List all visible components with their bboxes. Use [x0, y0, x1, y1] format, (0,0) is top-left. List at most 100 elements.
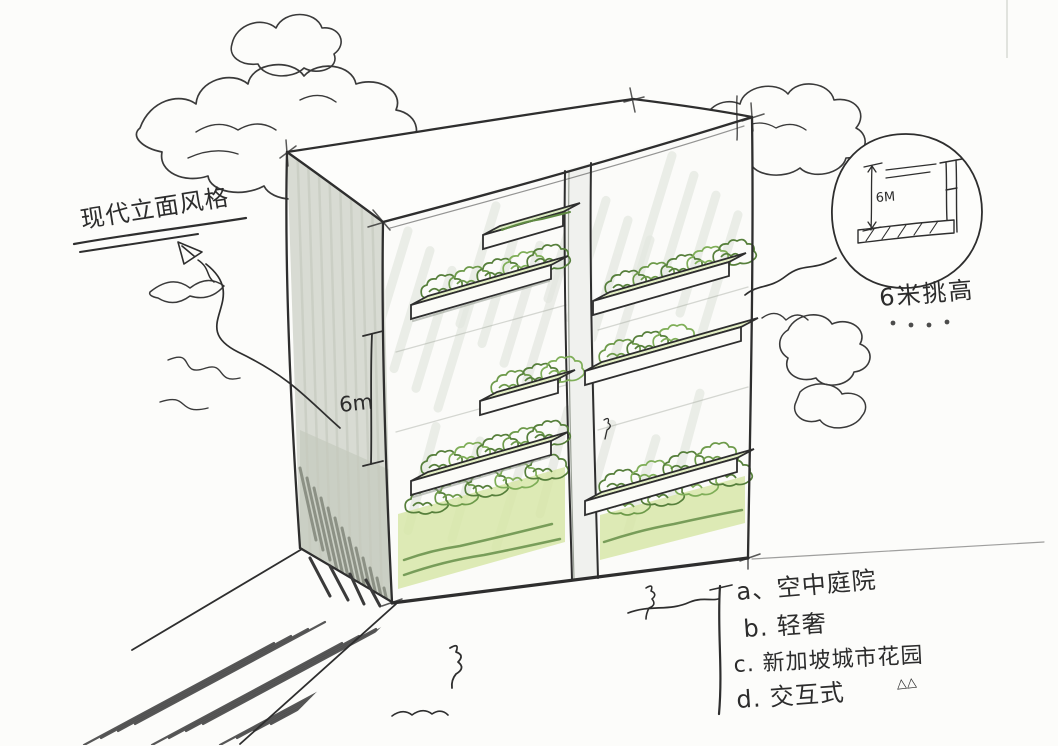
wave-scribble: [167, 356, 241, 380]
garden-scribble: [602, 508, 744, 544]
sketch-stroke: [371, 634, 406, 740]
cloud-scribble: [187, 94, 337, 159]
callout-detail-sketch: 6M: [857, 158, 963, 244]
cloud-scribble: [230, 13, 342, 77]
detail-dimension: [862, 162, 883, 232]
sketch-stroke: [167, 634, 361, 740]
legend-item-b: b. 轻奢: [742, 609, 827, 643]
legend-item-d: d. 交互式: [735, 678, 845, 714]
tray-lip: [592, 260, 730, 317]
figure-scribble: [645, 585, 656, 620]
planter-trays: [410, 202, 759, 517]
note-underline: [72, 216, 248, 246]
bush-scribble: [778, 314, 871, 386]
bottom-left-edge: [298, 546, 394, 604]
facade-style-note: 现代立面风格: [79, 183, 232, 234]
wave-scribble: [148, 279, 225, 304]
mullion-face: [565, 163, 598, 580]
garden-scribble: [402, 522, 562, 577]
sketch-stroke: [631, 151, 677, 279]
height-dimension-label: 6m: [338, 390, 374, 417]
rear-left-edge: [285, 150, 302, 550]
legend-top-tick: [709, 584, 733, 591]
triangle-decoration: △△: [896, 675, 917, 692]
sketch-stroke: [354, 641, 406, 745]
slab-line: [395, 304, 567, 353]
wave-scribble: [761, 312, 809, 321]
bush-scribble: [793, 383, 867, 429]
sketch-stroke: [337, 620, 406, 726]
sketch-stroke: [587, 215, 633, 343]
sketch-stroke: [312, 486, 332, 562]
slab-line: [597, 386, 749, 431]
right-edge: [746, 115, 754, 559]
kite-tail: [197, 259, 215, 283]
sketch-stroke: [116, 627, 310, 733]
sketch-stroke: [201, 620, 395, 726]
sketch-stroke: [328, 181, 343, 574]
sketch-stroke: [184, 627, 378, 733]
ground-shadow-hatch: [82, 620, 406, 745]
overshoot-strokes: [279, 87, 765, 607]
legend-divider-line: [717, 584, 722, 716]
sketch-stroke: [307, 166, 322, 562]
left-face-hatch: [296, 158, 384, 598]
sketch-stroke: [82, 641, 276, 745]
front-left-edge: [381, 220, 394, 604]
sketch-stroke: [368, 566, 388, 602]
legend-leader: [627, 598, 719, 614]
ground-scribble: [391, 709, 449, 717]
leader-squiggle-left: [205, 263, 341, 429]
cloud-scribble: [704, 83, 866, 176]
mullion-shade-line: [567, 171, 575, 580]
tray-shadow: [412, 280, 550, 322]
ground-line-right: [751, 541, 1045, 560]
tray-water-scribble: [501, 211, 571, 231]
legend-item-a: a、空中庭院: [735, 566, 878, 606]
garden-bands: [398, 453, 754, 589]
sketch-stroke: [371, 212, 384, 598]
tray-lip: [410, 263, 552, 321]
detail-dimension-label: 6M: [875, 190, 895, 206]
bottom-front-edge: [390, 556, 750, 605]
sketch-stroke: [653, 170, 699, 298]
background-foliage: [135, 0, 1008, 429]
roof-face: [287, 99, 752, 222]
detail-slab: [857, 219, 955, 244]
note-underline: [79, 233, 199, 253]
central-mullion: [563, 162, 599, 581]
shadow-edge: [131, 548, 303, 651]
tray-shadow: [412, 456, 550, 498]
roof-right-edge: [631, 97, 754, 119]
sketch-stroke: [354, 546, 374, 602]
sketch-stroke: [317, 174, 332, 568]
sketch-stroke: [339, 189, 353, 580]
accent-dots: [890, 319, 950, 328]
building: [279, 87, 765, 607]
base-shadow-strokes: [308, 556, 382, 608]
dot: [890, 320, 896, 326]
figure-scribble: [603, 417, 611, 440]
sketch-stroke: [150, 641, 344, 745]
sketch-stroke: [384, 226, 413, 354]
slab-line: [597, 286, 749, 331]
building-outlines: [279, 87, 765, 607]
dot: [908, 322, 914, 328]
detail-ceiling-lines: [885, 163, 937, 179]
dimension-line: [370, 333, 373, 465]
roof-left-edge: [285, 150, 385, 224]
garden-band-right: [600, 476, 745, 560]
roof-front-edge: [381, 115, 754, 224]
shadow-edge: [239, 603, 397, 745]
tray-lip: [479, 377, 559, 417]
sketch-stroke: [99, 634, 293, 740]
wave-scribble: [159, 398, 209, 411]
sketch-stroke: [675, 190, 721, 318]
leader-squiggle-right: [744, 257, 837, 296]
garden-band-left: [398, 467, 565, 589]
legend-item-c: c. 新加坡城市花园: [733, 643, 924, 678]
callout-balloon: [831, 133, 983, 289]
tray-lip: [584, 325, 742, 387]
sketch-stroke: [298, 466, 318, 542]
